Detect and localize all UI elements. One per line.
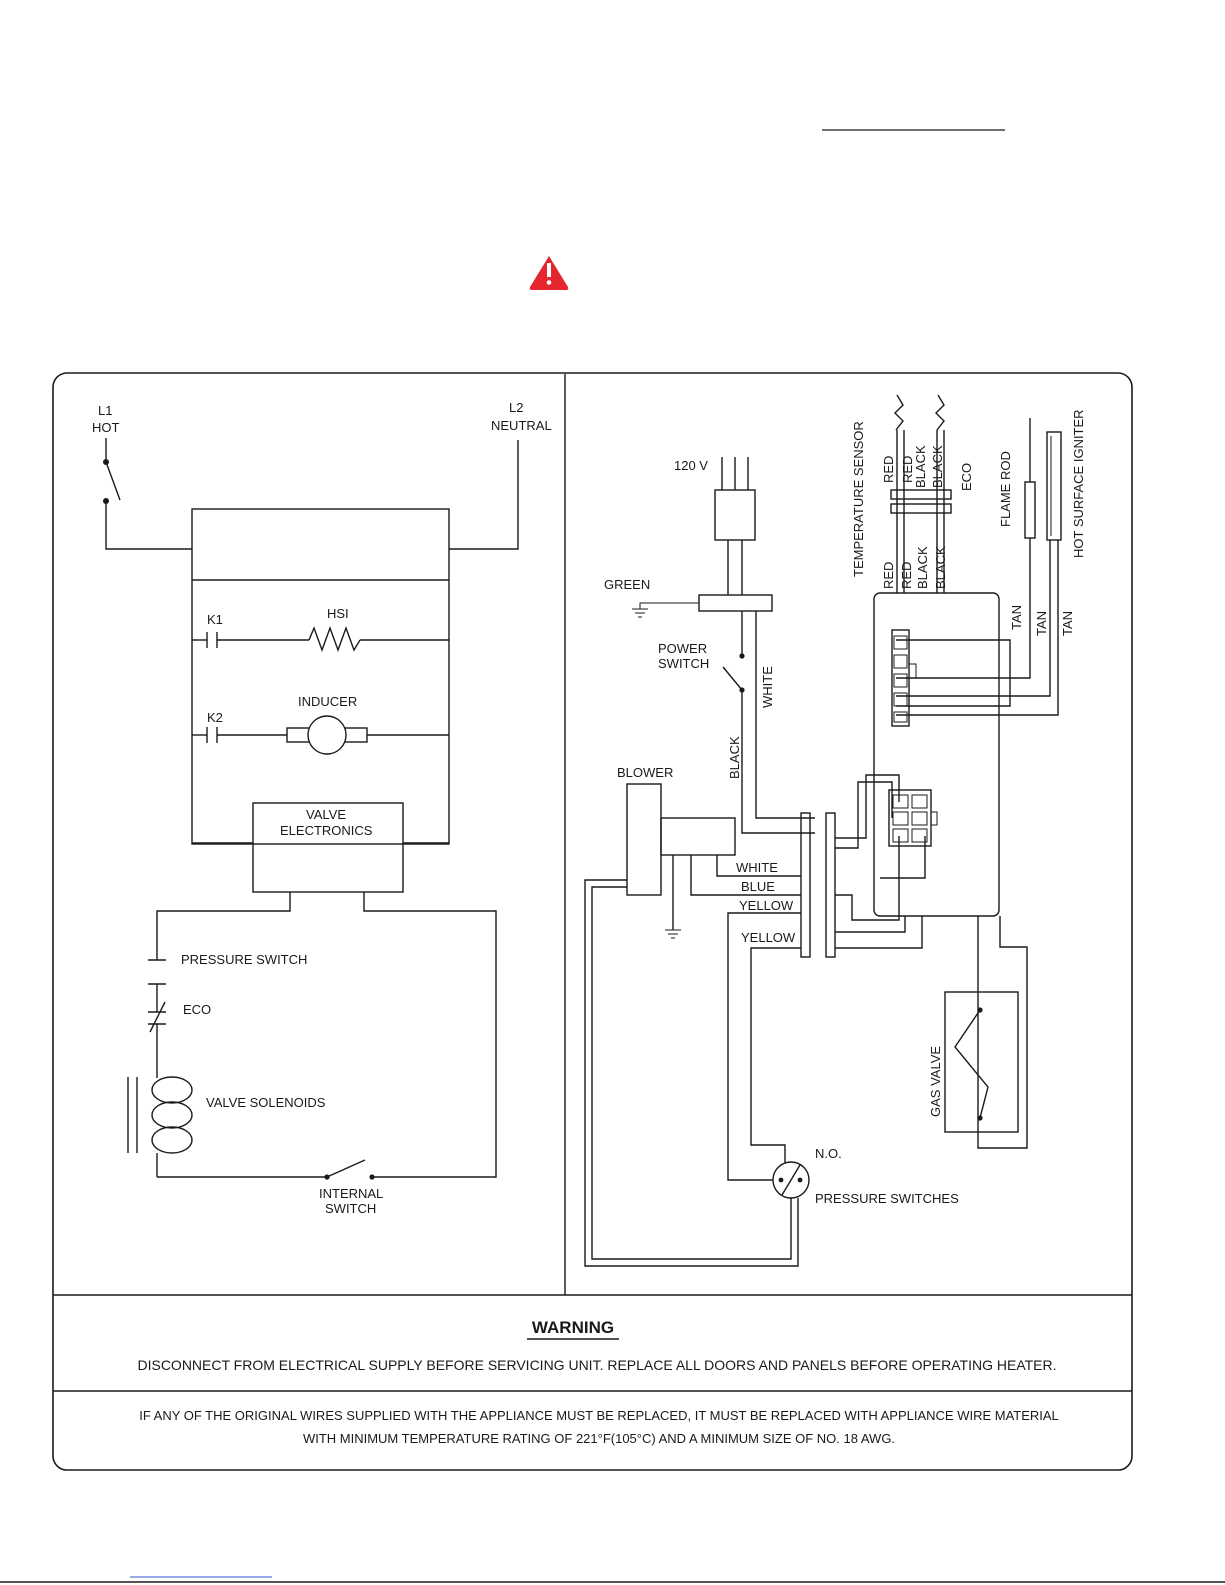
label-red-4: RED xyxy=(899,562,914,589)
label-neutral: NEUTRAL xyxy=(491,418,552,433)
label-power-switch: SWITCH xyxy=(658,656,709,671)
warning-notice: WARNING DISCONNECT FROM ELECTRICAL SUPPL… xyxy=(137,1318,1058,1446)
control-module xyxy=(873,592,1000,917)
power-plug-icon xyxy=(714,457,756,595)
blower-housing xyxy=(626,783,662,896)
blower-ground-icon xyxy=(665,929,681,939)
label-valve: VALVE xyxy=(306,807,346,822)
label-tan-3: TAN xyxy=(1060,611,1075,636)
alert-triangle-icon xyxy=(529,256,569,290)
diagram-frame xyxy=(52,372,1133,1471)
ladder-diagram: L1 HOT L2 NEUTRAL K1 HSI K2 IND xyxy=(92,400,552,1216)
l1-switch xyxy=(103,438,192,550)
label-black-3: BLACK xyxy=(915,546,930,589)
label-red-3: RED xyxy=(881,562,896,589)
sensor-clip xyxy=(890,489,952,500)
label-eco-wiring: ECO xyxy=(959,463,974,491)
label-red-1: RED xyxy=(881,456,896,483)
warning-title: WARNING xyxy=(532,1318,614,1337)
label-l1: L1 xyxy=(98,403,112,418)
label-power: POWER xyxy=(658,641,707,656)
label-yellow-2: YELLOW xyxy=(741,930,796,945)
gas-valve-box xyxy=(944,991,1019,1133)
blower-motor xyxy=(660,817,736,856)
label-tan-1: TAN xyxy=(1009,605,1024,630)
label-flame-rod: FLAME ROD xyxy=(998,451,1013,527)
warning-text: DISCONNECT FROM ELECTRICAL SUPPLY BEFORE… xyxy=(137,1357,1056,1373)
ladder-rails xyxy=(191,508,450,845)
label-blue: BLUE xyxy=(741,879,775,894)
label-no: N.O. xyxy=(815,1146,842,1161)
label-k2: K2 xyxy=(207,710,223,725)
valve-electronics-box xyxy=(252,802,404,893)
valve-solenoid-coil-icon xyxy=(127,1076,193,1177)
label-l2: L2 xyxy=(509,400,523,415)
label-eco-ladder: ECO xyxy=(183,1002,211,1017)
inducer-motor-icon xyxy=(307,715,347,755)
terminal-block-left xyxy=(800,812,811,958)
label-black-1: BLACK xyxy=(913,445,928,488)
label-black-2: BLACK xyxy=(930,445,945,488)
label-blower: BLOWER xyxy=(617,765,673,780)
label-temperature-sensor: TEMPERATURE SENSOR xyxy=(851,421,866,577)
label-inducer: INDUCER xyxy=(298,694,357,709)
label-yellow-1: YELLOW xyxy=(739,898,794,913)
label-green: GREEN xyxy=(604,577,650,592)
label-valve-solenoids: VALVE SOLENOIDS xyxy=(206,1095,326,1110)
igniter-icon xyxy=(1046,431,1062,541)
label-k1: K1 xyxy=(207,612,223,627)
label-120v: 120 V xyxy=(674,458,708,473)
label-black-vertical: BLACK xyxy=(727,736,742,779)
label-tan-2: TAN xyxy=(1034,611,1049,636)
terminal-block-right xyxy=(825,812,836,958)
flame-rod-icon xyxy=(1024,481,1036,539)
wire-note-line-1: IF ANY OF THE ORIGINAL WIRES SUPPLIED WI… xyxy=(139,1408,1059,1423)
pictorial-wiring: 120 V GREEN POWER SWITCH WHITE BLACK xyxy=(584,394,1086,1267)
label-black-4: BLACK xyxy=(933,546,948,589)
label-hot-surface-igniter: HOT SURFACE IGNITER xyxy=(1071,409,1086,558)
wire-note-line-2: WITH MINIMUM TEMPERATURE RATING OF 221°F… xyxy=(303,1431,895,1446)
label-gas-valve: GAS VALVE xyxy=(928,1046,943,1117)
label-pressure-switches: PRESSURE SWITCHES xyxy=(815,1191,959,1206)
label-white: WHITE xyxy=(736,860,778,875)
label-internal: INTERNAL xyxy=(319,1186,383,1201)
terminal-strip xyxy=(698,594,773,612)
hsi-rung xyxy=(192,625,449,653)
label-white-vertical: WHITE xyxy=(760,666,775,708)
label-pressure-switch: PRESSURE SWITCH xyxy=(181,952,307,967)
ground-icon xyxy=(632,602,699,618)
label-hsi: HSI xyxy=(327,606,349,621)
label-electronics: ELECTRONICS xyxy=(280,823,373,838)
inducer-rung xyxy=(192,715,449,755)
label-red-2: RED xyxy=(900,456,915,483)
label-switch: SWITCH xyxy=(325,1201,376,1216)
label-hot: HOT xyxy=(92,420,120,435)
